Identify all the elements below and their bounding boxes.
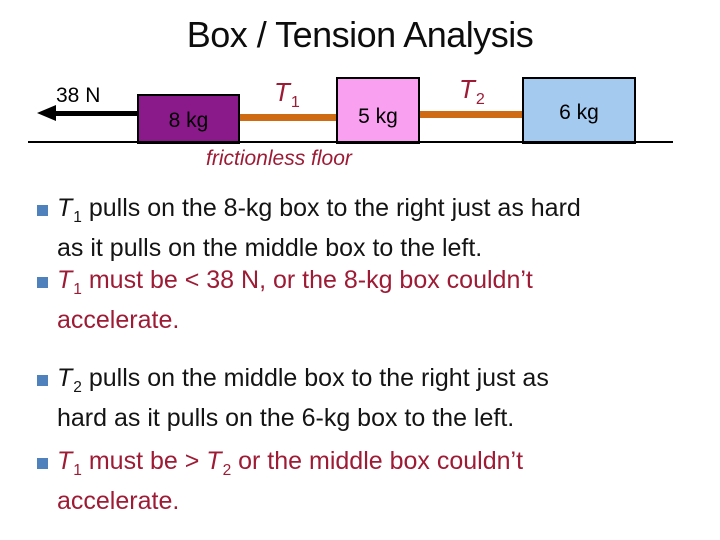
bullet-marker-icon (37, 375, 48, 386)
bullet-text: T1 must be > T2 or the middle box couldn… (57, 447, 524, 515)
bullet-text: T1 pulls on the 8-kg box to the right ju… (57, 194, 581, 262)
tension-label-t1: T1 (274, 77, 300, 112)
bullet-item: T2 pulls on the middle box to the right … (0, 363, 720, 432)
box-8kg: 8 kg (137, 94, 240, 144)
force-arrow-shaft (50, 111, 138, 116)
rope-t1 (240, 114, 336, 121)
box-5kg-label: 5 kg (358, 105, 398, 128)
bullet-text: T2 pulls on the middle box to the right … (57, 364, 549, 432)
bullet-marker-icon (37, 277, 48, 288)
bullet-text: T1 must be < 38 N, or the 8-kg box could… (57, 266, 533, 334)
box-5kg: 5 kg (336, 77, 420, 144)
box-6kg: 6 kg (522, 77, 636, 144)
slide-title: Box / Tension Analysis (186, 14, 534, 55)
bullet-item: T1 pulls on the 8-kg box to the right ju… (0, 193, 720, 262)
tension-label-t2: T2 (459, 74, 485, 109)
floor-label: frictionless floor (206, 147, 352, 170)
floor-line (28, 141, 673, 143)
bullet-item: T1 must be < 38 N, or the 8-kg box could… (0, 265, 720, 334)
left-arrow-icon (37, 105, 56, 121)
rope-t2 (420, 111, 522, 118)
bullet-item: T1 must be > T2 or the middle box couldn… (0, 446, 720, 515)
bullet-marker-icon (37, 458, 48, 469)
force-label-38n: 38 N (56, 84, 101, 107)
box-8kg-label: 8 kg (168, 109, 209, 132)
box-6kg-label: 6 kg (559, 101, 599, 124)
bullet-marker-icon (37, 205, 48, 216)
